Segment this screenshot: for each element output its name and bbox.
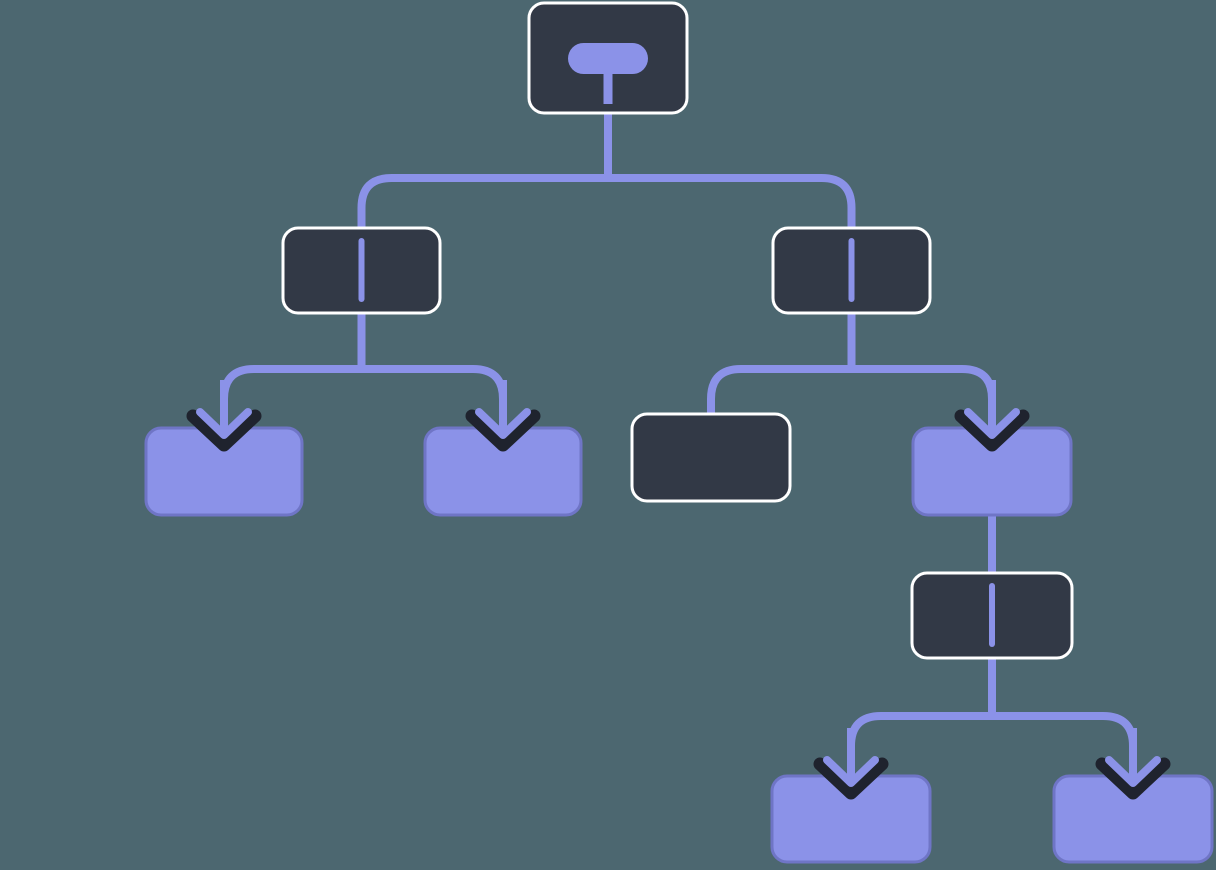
chevron-black [186, 409, 262, 452]
chevron-black [954, 409, 1030, 452]
connector-line [707, 365, 852, 424]
pill-stem [603, 71, 613, 104]
chevron-black [1095, 757, 1171, 800]
chevron-purple [196, 408, 252, 439]
chevron-purple [823, 756, 879, 787]
branch-node-bottom[interactable] [910, 571, 1074, 660]
arrow-down-icon [465, 380, 541, 452]
arrow-layer [186, 380, 1171, 800]
arrow-down-icon [186, 380, 262, 452]
chevron-black [813, 757, 889, 800]
root-node[interactable] [527, 1, 689, 115]
pill-stem-icon [568, 43, 648, 104]
divider-bar-icon [989, 583, 995, 647]
arrow-down-icon [1095, 728, 1171, 800]
connector-line [357, 174, 608, 238]
branch-node-left[interactable] [281, 226, 442, 315]
chevron-black [465, 409, 541, 452]
dark-leaf-node-body[interactable] [630, 412, 792, 503]
chevron-purple [475, 408, 531, 439]
branch-node-right[interactable] [771, 226, 932, 315]
divider-bar-icon [848, 238, 855, 302]
arrow-down-icon [813, 728, 889, 800]
connector-line [608, 174, 856, 238]
chevron-purple [964, 408, 1020, 439]
divider-bar-icon [358, 238, 365, 302]
dark-leaf-node[interactable] [630, 412, 792, 503]
pill [568, 43, 648, 74]
arrow-down-icon [954, 380, 1030, 452]
chevron-purple [1105, 756, 1161, 787]
node-layer [144, 1, 1214, 864]
